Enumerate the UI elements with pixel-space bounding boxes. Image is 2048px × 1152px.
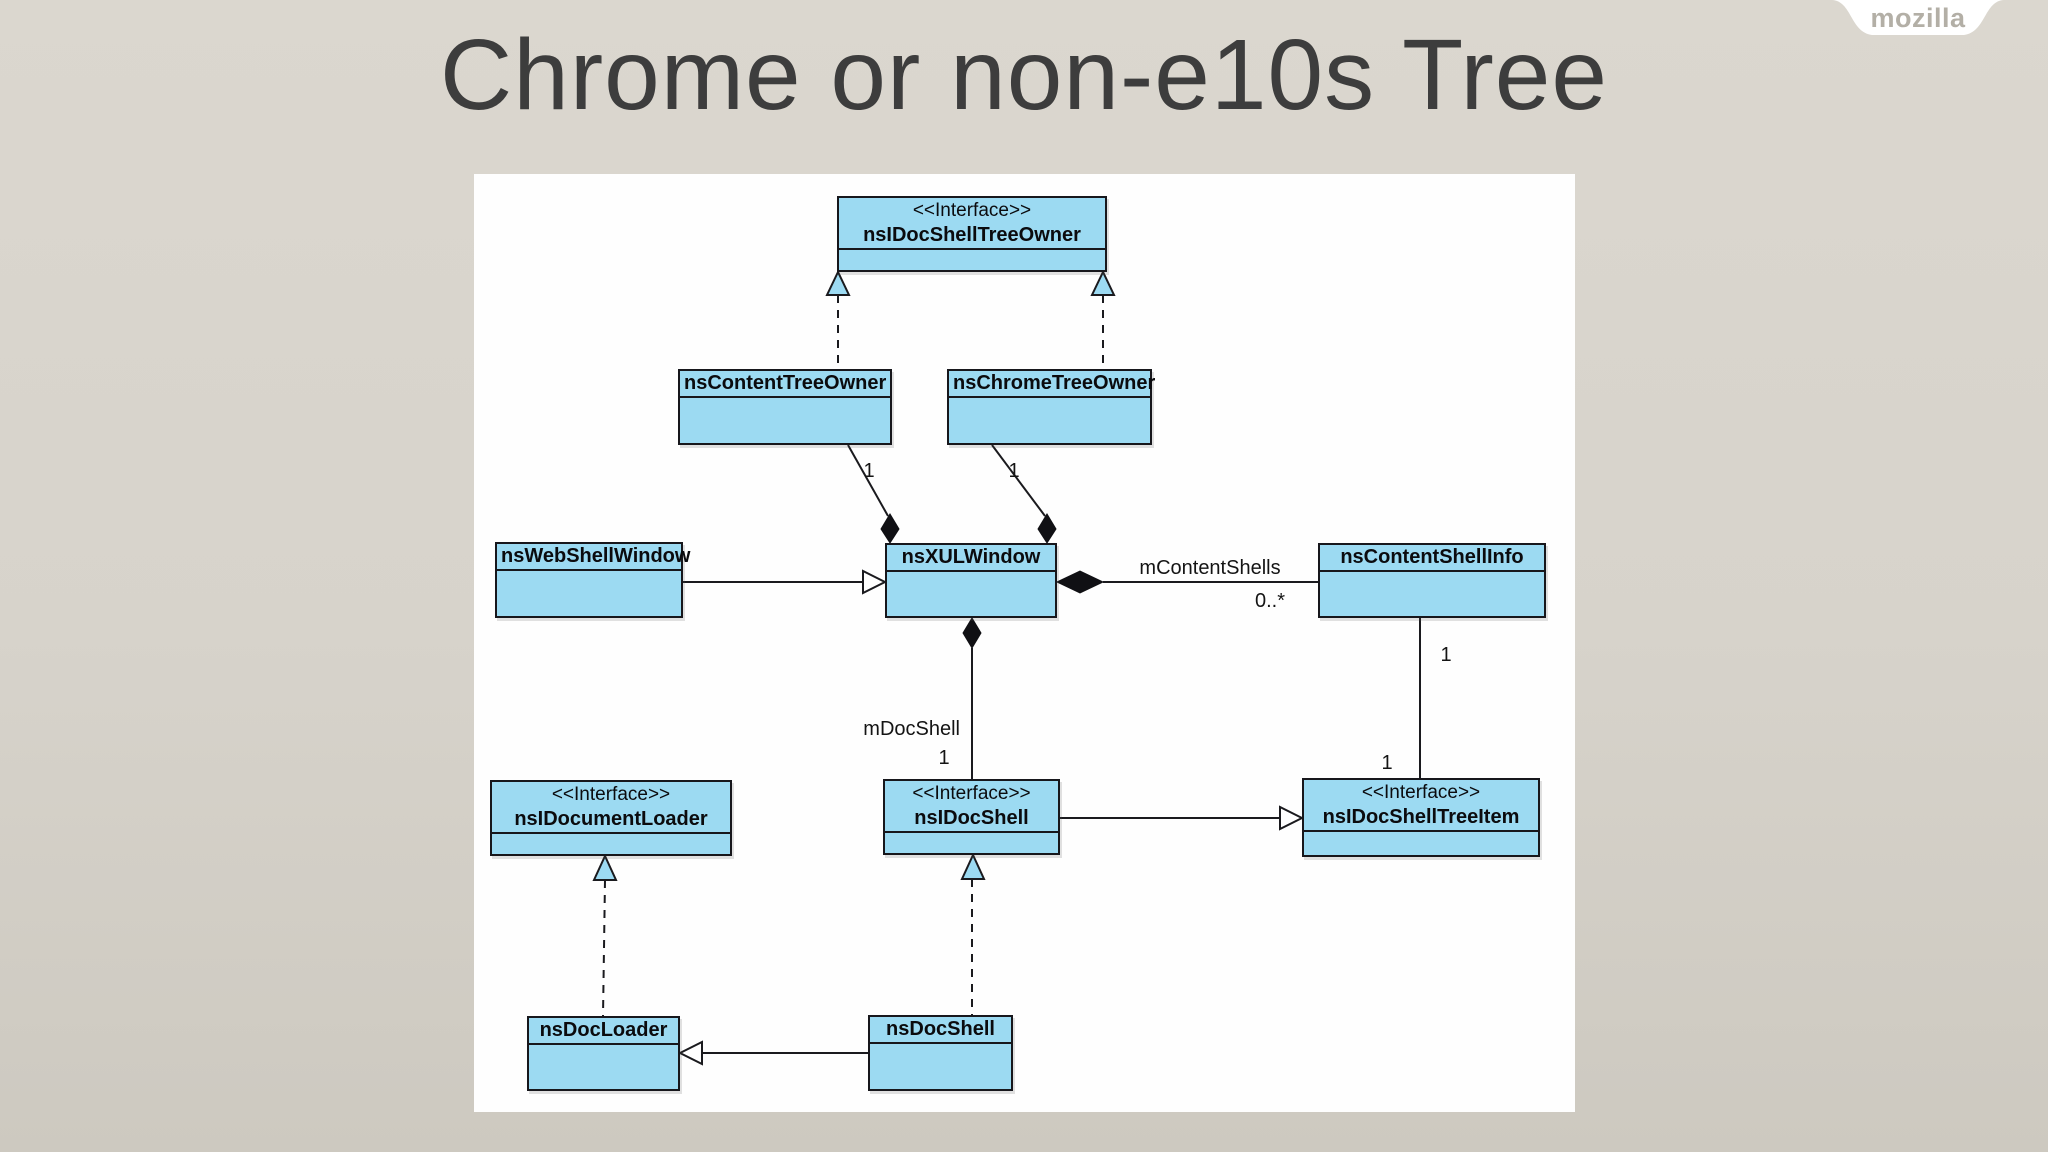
edge-chrometreeowner-realizes-treeowner (1090, 269, 1116, 369)
slide-title: Chrome or non-e10s Tree (439, 19, 1609, 131)
stereotype-label: <<Interface>> (912, 783, 1031, 804)
edge-docshell-realizes-docshelliface (960, 852, 986, 1015)
edge-xulwindow-mcontentshells: mContentShells 0..* (1055, 557, 1318, 612)
class-nsdocshell: nsDocShell (868, 1015, 1013, 1091)
class-title: nsContentShellInfo (1320, 545, 1544, 572)
class-nscontenttreeowner: nsContentTreeOwner (678, 369, 892, 445)
class-name: nsWebShellWindow (501, 545, 691, 567)
class-nsxulwindow: nsXULWindow (885, 543, 1057, 618)
class-body (885, 833, 1058, 853)
class-name: nsDocShell (886, 1018, 995, 1040)
class-body (529, 1045, 678, 1089)
class-nschrometreeowner: nsChromeTreeOwner (947, 369, 1156, 445)
edge-docshelliface-extends-treeitem (1060, 805, 1305, 831)
class-title: nsContentTreeOwner (680, 371, 890, 398)
class-name: nsIDocShellTreeItem (1322, 806, 1520, 828)
multiplicity-label: 0..* (1255, 590, 1285, 612)
association-label: mDocShell (863, 718, 960, 740)
class-nswebshellwindow: nsWebShellWindow (495, 542, 691, 618)
diagram-panel: 1 1 mContentShells 0..* (474, 174, 1575, 1112)
class-body (492, 834, 730, 854)
multiplicity-label: 1 (938, 747, 949, 769)
class-name: nsIDocShellTreeOwner (863, 224, 1081, 246)
class-name: nsContentTreeOwner (684, 372, 887, 394)
class-nsidocshelltreeitem: <<Interface>> nsIDocShellTreeItem (1302, 778, 1540, 857)
class-nsidocshelltreeowner: <<Interface>> nsIDocShellTreeOwner (837, 196, 1107, 272)
edge-webshellwindow-extends-xulwindow (683, 569, 888, 595)
multiplicity-label: 1 (1008, 460, 1019, 482)
mozilla-wordmark: mozilla (1870, 3, 1966, 33)
class-name: nsDocLoader (539, 1019, 668, 1041)
class-nsidocumentloader: <<Interface>> nsIDocumentLoader (490, 780, 732, 856)
edge-xulwindow-mdocshell: mDocShell 1 (863, 617, 982, 779)
class-nsidocshell: <<Interface>> nsIDocShell (883, 779, 1060, 855)
class-title: <<Interface>> nsIDocShellTreeOwner (839, 198, 1105, 250)
class-title: <<Interface>> nsIDocShellTreeItem (1304, 780, 1538, 832)
tab-shape (1832, 0, 2004, 35)
association-label: mContentShells (1139, 557, 1280, 579)
class-body (1320, 572, 1544, 616)
mozilla-logo-tab: mozilla (1832, 0, 2004, 35)
class-body (870, 1044, 1011, 1089)
stereotype-label: <<Interface>> (551, 784, 671, 805)
stereotype-label: <<Interface>> (912, 200, 1032, 221)
class-title: <<Interface>> nsIDocumentLoader (492, 782, 730, 834)
class-title: nsDocShell (870, 1017, 1011, 1044)
multiplicity-label: 1 (1381, 752, 1392, 774)
class-title: nsWebShellWindow (497, 544, 691, 571)
class-title: nsXULWindow (887, 545, 1055, 572)
class-name: nsContentShellInfo (1340, 546, 1524, 568)
class-body (949, 398, 1150, 443)
edge-contenttreeowner-realizes-treeowner (825, 269, 851, 369)
class-title: nsChromeTreeOwner (949, 371, 1156, 398)
class-name: nsXULWindow (901, 546, 1041, 568)
class-body (839, 250, 1105, 270)
edge-docloader-realizes-documentloader (592, 853, 618, 1017)
edge-xulwindow-owns-chrometreeowner: 1 (991, 444, 1057, 544)
class-name: nsIDocumentLoader (514, 808, 708, 830)
edge-contentshellinfo-treeitem: 1 1 (1381, 618, 1452, 778)
edge-xulwindow-owns-contenttreeowner: 1 (847, 444, 900, 544)
class-body (680, 398, 890, 443)
class-title: <<Interface>> nsIDocShell (885, 781, 1058, 833)
multiplicity-label: 1 (863, 460, 874, 482)
uml-connectors: 1 1 mContentShells 0..* (592, 269, 1452, 1066)
class-title: nsDocLoader (529, 1018, 678, 1045)
class-name: nsChromeTreeOwner (953, 372, 1156, 394)
class-body (887, 572, 1055, 616)
class-body (497, 571, 681, 616)
class-body (1304, 832, 1538, 855)
multiplicity-label: 1 (1440, 644, 1451, 666)
class-nscontentshellinfo: nsContentShellInfo (1318, 543, 1546, 618)
class-name: nsIDocShell (914, 807, 1029, 829)
edge-docshell-extends-docloader (677, 1040, 868, 1066)
stereotype-label: <<Interface>> (1361, 782, 1481, 803)
class-nsdocloader: nsDocLoader (527, 1016, 680, 1091)
